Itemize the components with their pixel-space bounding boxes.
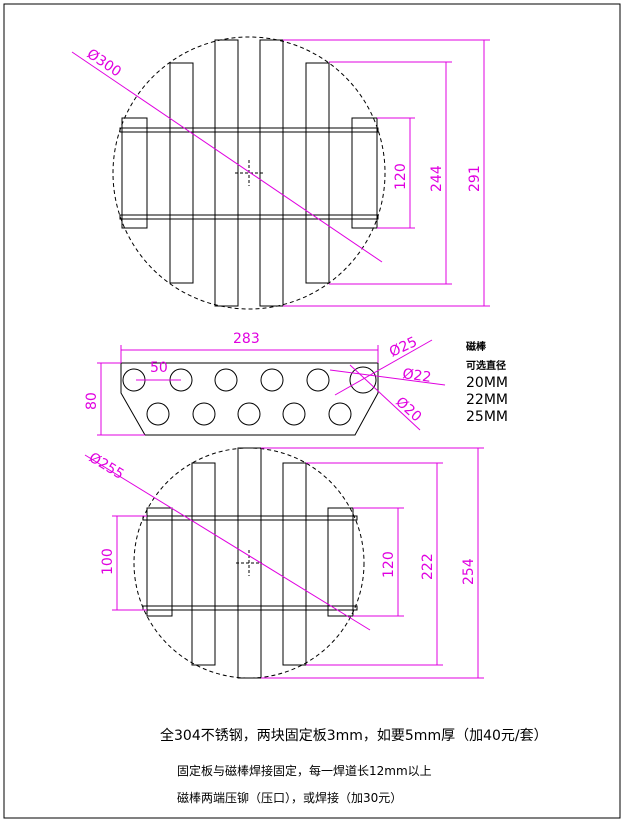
dim-120: 120 bbox=[393, 163, 409, 190]
note-1: 全304不锈钢，两块固定板3mm，如要5mm厚（加40元/套） bbox=[160, 727, 548, 744]
end-block bbox=[121, 117, 148, 229]
rod bbox=[169, 62, 194, 284]
bottom-diameter-label: Ø255 bbox=[86, 450, 127, 483]
rod-hole bbox=[260, 368, 284, 392]
svg-text:磁棒: 磁棒 bbox=[466, 340, 487, 353]
dim-283: 283 bbox=[233, 331, 260, 347]
end-block bbox=[327, 507, 354, 617]
plate bbox=[119, 214, 379, 220]
top-view: Ø300 120 244 291 bbox=[71, 36, 490, 310]
rod-hole bbox=[146, 402, 170, 426]
rod bbox=[191, 462, 216, 666]
top-diameter-label: Ø300 bbox=[84, 46, 124, 80]
plate-view: 283 50 80 Ø25 Ø22 Ø20 bbox=[84, 331, 446, 436]
plate bbox=[142, 515, 358, 521]
rod bbox=[305, 62, 330, 284]
dim-254: 254 bbox=[461, 558, 477, 585]
end-block bbox=[146, 507, 173, 617]
top-outline-circle bbox=[112, 36, 386, 310]
sheet-border bbox=[3, 3, 621, 819]
rod-hole bbox=[192, 402, 216, 426]
svg-text:22MM: 22MM bbox=[466, 392, 508, 408]
notes: 全304不锈钢，两块固定板3mm，如要5mm厚（加40元/套） 固定板与磁棒焊接… bbox=[160, 727, 548, 805]
end-block bbox=[351, 117, 378, 229]
dim-80: 80 bbox=[84, 392, 100, 410]
rod-hole bbox=[282, 402, 306, 426]
rod-options: 磁棒 可选直径 20MM 22MM 25MM bbox=[466, 340, 508, 425]
rod bbox=[259, 39, 284, 307]
dim-244: 244 bbox=[429, 165, 445, 192]
plate bbox=[119, 127, 379, 133]
rod-hole bbox=[214, 368, 238, 392]
dim-291: 291 bbox=[467, 165, 483, 192]
rod bbox=[282, 462, 307, 666]
svg-text:可选直径: 可选直径 bbox=[466, 359, 506, 372]
rod-hole bbox=[306, 368, 330, 392]
note-3: 磁棒两端压铆（压口），或焊接（加30元） bbox=[177, 790, 402, 805]
dim-222: 222 bbox=[420, 553, 436, 580]
dia-20-label: Ø20 bbox=[392, 394, 424, 425]
dia-22-label: Ø22 bbox=[401, 366, 432, 386]
dim-50: 50 bbox=[150, 360, 168, 376]
svg-text:20MM: 20MM bbox=[466, 375, 508, 391]
bottom-view: Ø255 100 120 222 254 bbox=[84, 447, 484, 679]
note-2: 固定板与磁棒焊接固定，每一焊道长12mm以上 bbox=[177, 763, 432, 778]
rod-hole bbox=[328, 402, 352, 426]
dim-100: 100 bbox=[100, 548, 116, 575]
rod bbox=[214, 39, 239, 307]
svg-text:25MM: 25MM bbox=[466, 409, 508, 425]
plate bbox=[142, 605, 358, 611]
rod-hole bbox=[237, 402, 261, 426]
dim-120-bottom: 120 bbox=[381, 551, 397, 578]
